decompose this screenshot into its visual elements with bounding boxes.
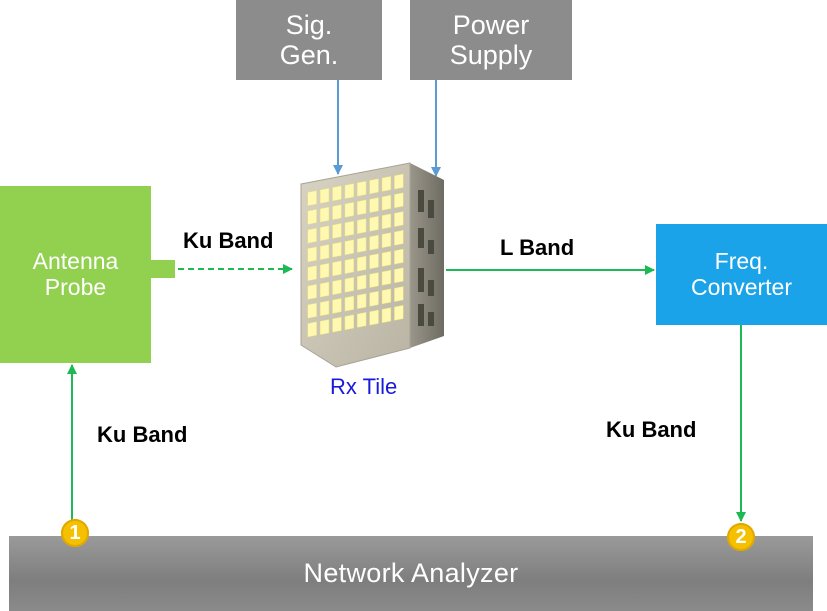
tile-element: [369, 197, 379, 214]
network-analyzer-block: Network Analyzer: [9, 536, 813, 611]
tile-element: [307, 283, 317, 300]
tile-element: [332, 279, 342, 296]
tile-element: [319, 319, 330, 336]
tile-element: [356, 311, 367, 328]
tile-element: [394, 211, 404, 228]
tile-element: [356, 199, 367, 216]
tile-element: [307, 302, 317, 319]
tile-element: [356, 218, 367, 235]
tile-element: [394, 229, 404, 246]
tile-element: [381, 288, 392, 305]
tile-element: [394, 267, 404, 284]
tile-element: [344, 295, 355, 312]
rx-tile-icon: [300, 162, 444, 368]
tile-element: [394, 286, 404, 303]
tile-element: [344, 220, 355, 237]
tile-element: [381, 175, 392, 192]
ku-band-label-probe-tile: Ku Band: [183, 228, 274, 253]
tile-element: [381, 213, 392, 230]
tile-element: [319, 300, 330, 317]
tile-element: [307, 321, 317, 338]
tile-element: [369, 253, 379, 270]
tile-element: [307, 227, 317, 244]
tile-element: [332, 222, 342, 239]
tile-element: [356, 236, 367, 253]
tile-element: [369, 234, 379, 251]
tile-element: [344, 201, 355, 218]
tile-element: [381, 250, 392, 267]
ku-band-label-analyzer-probe: Ku Band: [97, 422, 188, 447]
tile-element: [319, 262, 330, 279]
ku-band-label-converter-analyzer: Ku Band: [606, 417, 697, 442]
tile-element: [369, 178, 379, 195]
tile-element: [394, 304, 404, 321]
tile-element: [356, 293, 367, 310]
tile-element: [344, 314, 355, 331]
tile-element: [332, 260, 342, 277]
tile-element: [381, 194, 392, 211]
tile-element: [394, 248, 404, 265]
antenna-probe-connector: [151, 260, 175, 278]
tile-element: [332, 316, 342, 333]
tile-element: [381, 307, 392, 324]
tile-element: [319, 281, 330, 298]
tile-element: [319, 244, 330, 261]
freq-converter-block: Freq. Converter: [656, 224, 827, 325]
tile-element: [319, 206, 330, 223]
tile-element: [307, 265, 317, 282]
tile-element: [356, 255, 367, 272]
tile-element: [369, 272, 379, 289]
tile-element: [344, 239, 355, 256]
port-1-badge: 1: [61, 519, 89, 547]
tile-element: [381, 269, 392, 286]
tile-element: [332, 204, 342, 221]
tile-element: [381, 232, 392, 249]
tile-element: [344, 258, 355, 275]
tile-element: [369, 309, 379, 326]
tile-element: [369, 290, 379, 307]
tile-element: [307, 246, 317, 263]
signal-generator-block: Sig. Gen.: [236, 0, 382, 80]
rx-tile-label: Rx Tile: [330, 374, 398, 399]
tile-element: [307, 190, 317, 207]
tile-element: [319, 187, 330, 204]
antenna-probe-block: Antenna Probe: [0, 186, 151, 363]
tile-element: [394, 173, 404, 190]
tile-element: [356, 274, 367, 291]
tile-element: [307, 208, 317, 225]
port-2-badge: 2: [727, 523, 755, 551]
tile-element: [332, 185, 342, 202]
tile-element: [394, 192, 404, 209]
tile-element: [369, 215, 379, 232]
tile-element: [356, 180, 367, 197]
tile-element: [332, 241, 342, 258]
power-supply-block: Power Supply: [410, 0, 572, 80]
tile-element: [332, 297, 342, 314]
l-band-label: L Band: [500, 235, 575, 260]
tile-element: [319, 225, 330, 242]
tile-element: [344, 183, 355, 200]
tile-element: [344, 276, 355, 293]
